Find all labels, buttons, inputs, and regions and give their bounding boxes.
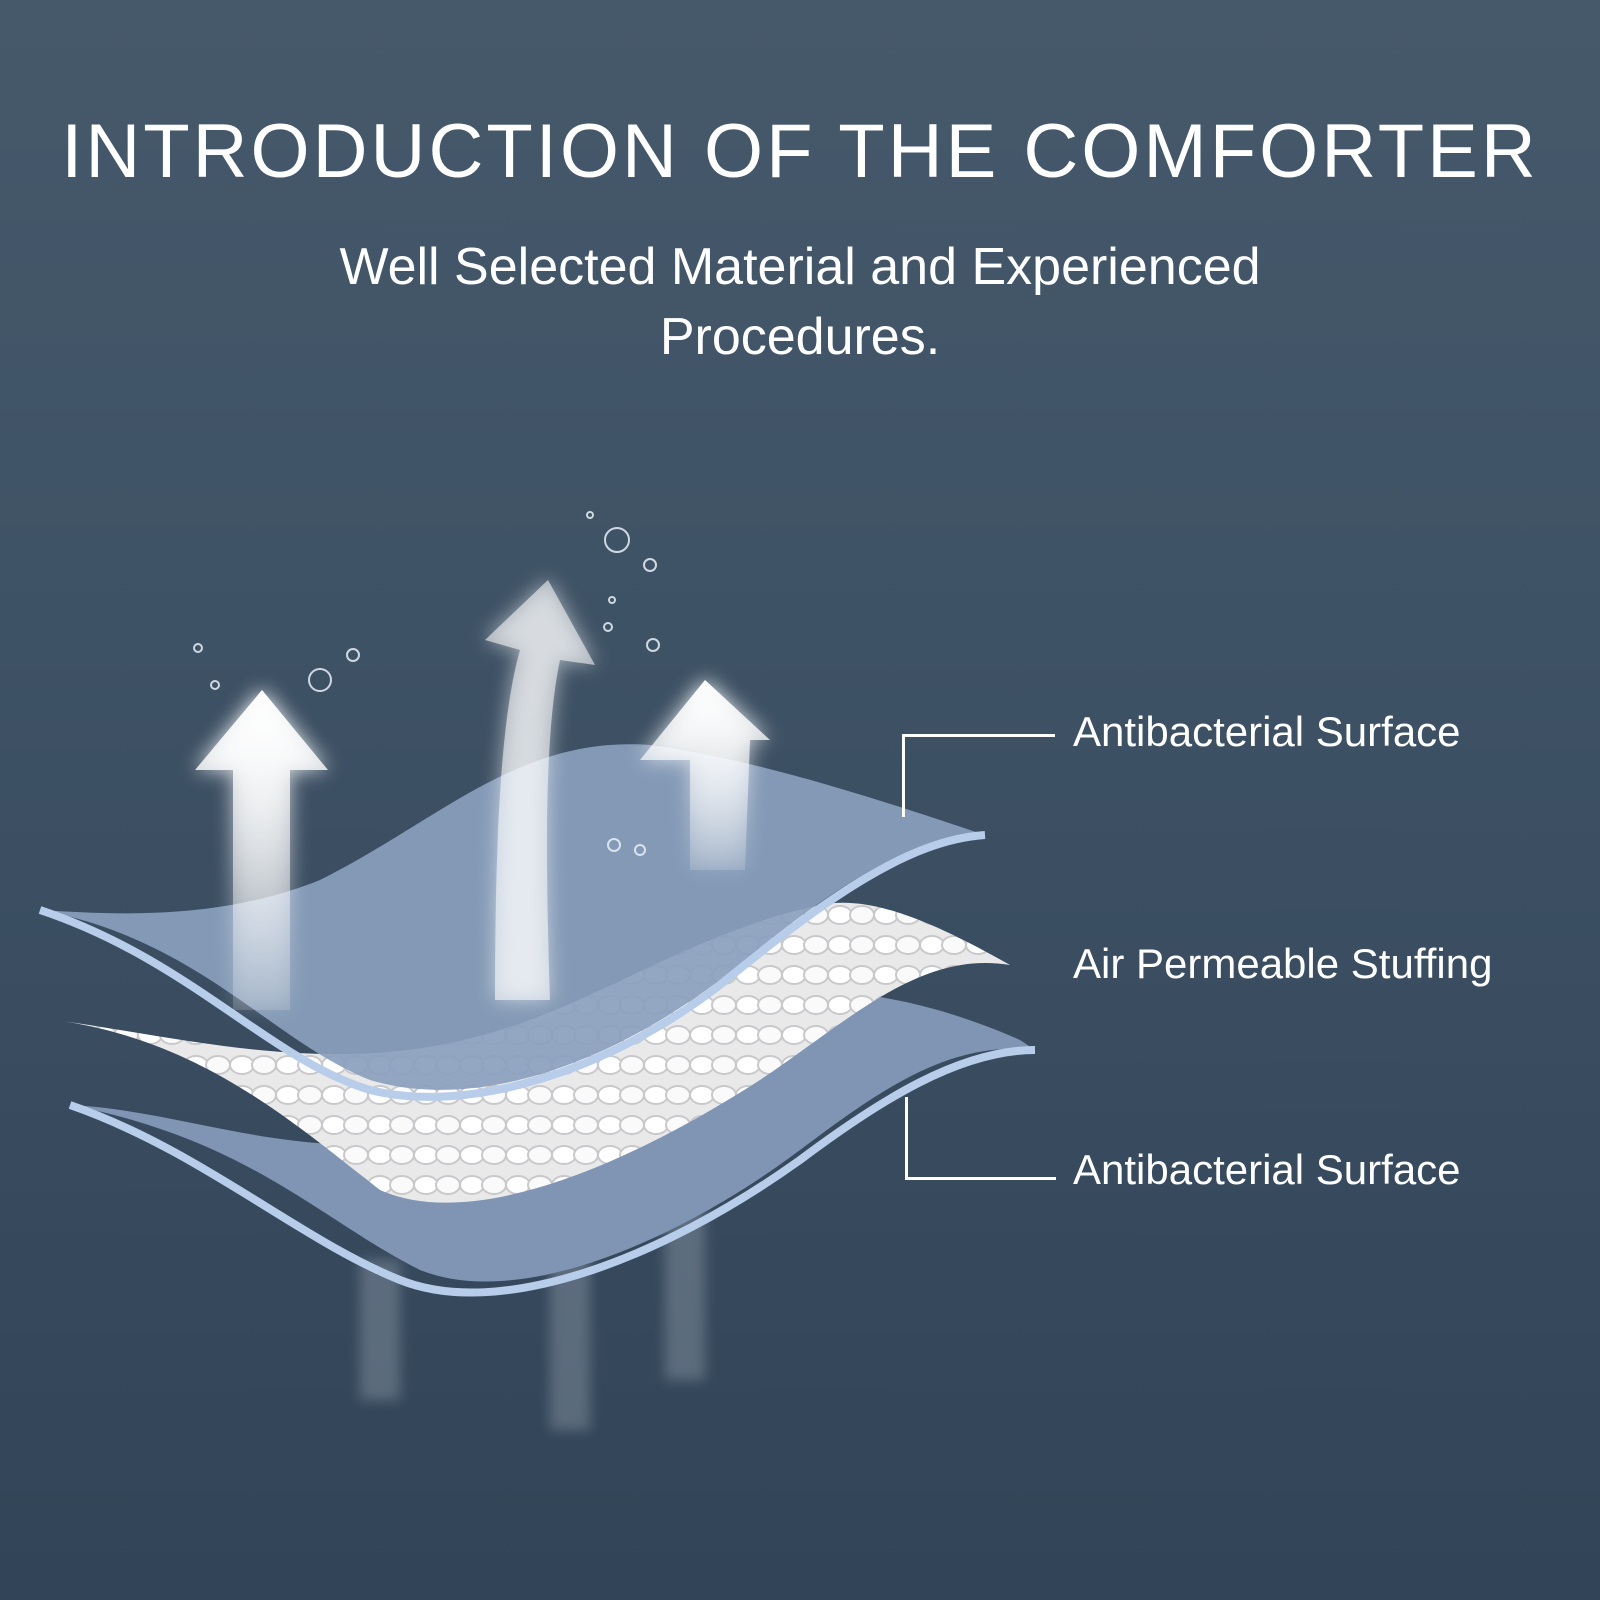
- bottom-label-bracket: [905, 1097, 1056, 1180]
- water-bubbles: [193, 511, 660, 856]
- airflow-arrows: [195, 580, 770, 1010]
- page-title: INTRODUCTION OF THE COMFORTER: [61, 109, 1539, 194]
- top-label-bracket: [902, 734, 1055, 817]
- layer-label-bottom: Antibacterial Surface: [1073, 1146, 1461, 1193]
- layer-label-top: Antibacterial Surface: [1073, 708, 1461, 755]
- layer-label-middle: Air Permeable Stuffing: [1073, 940, 1493, 987]
- page-subtitle: Well Selected Material and Experienced P…: [339, 238, 1261, 366]
